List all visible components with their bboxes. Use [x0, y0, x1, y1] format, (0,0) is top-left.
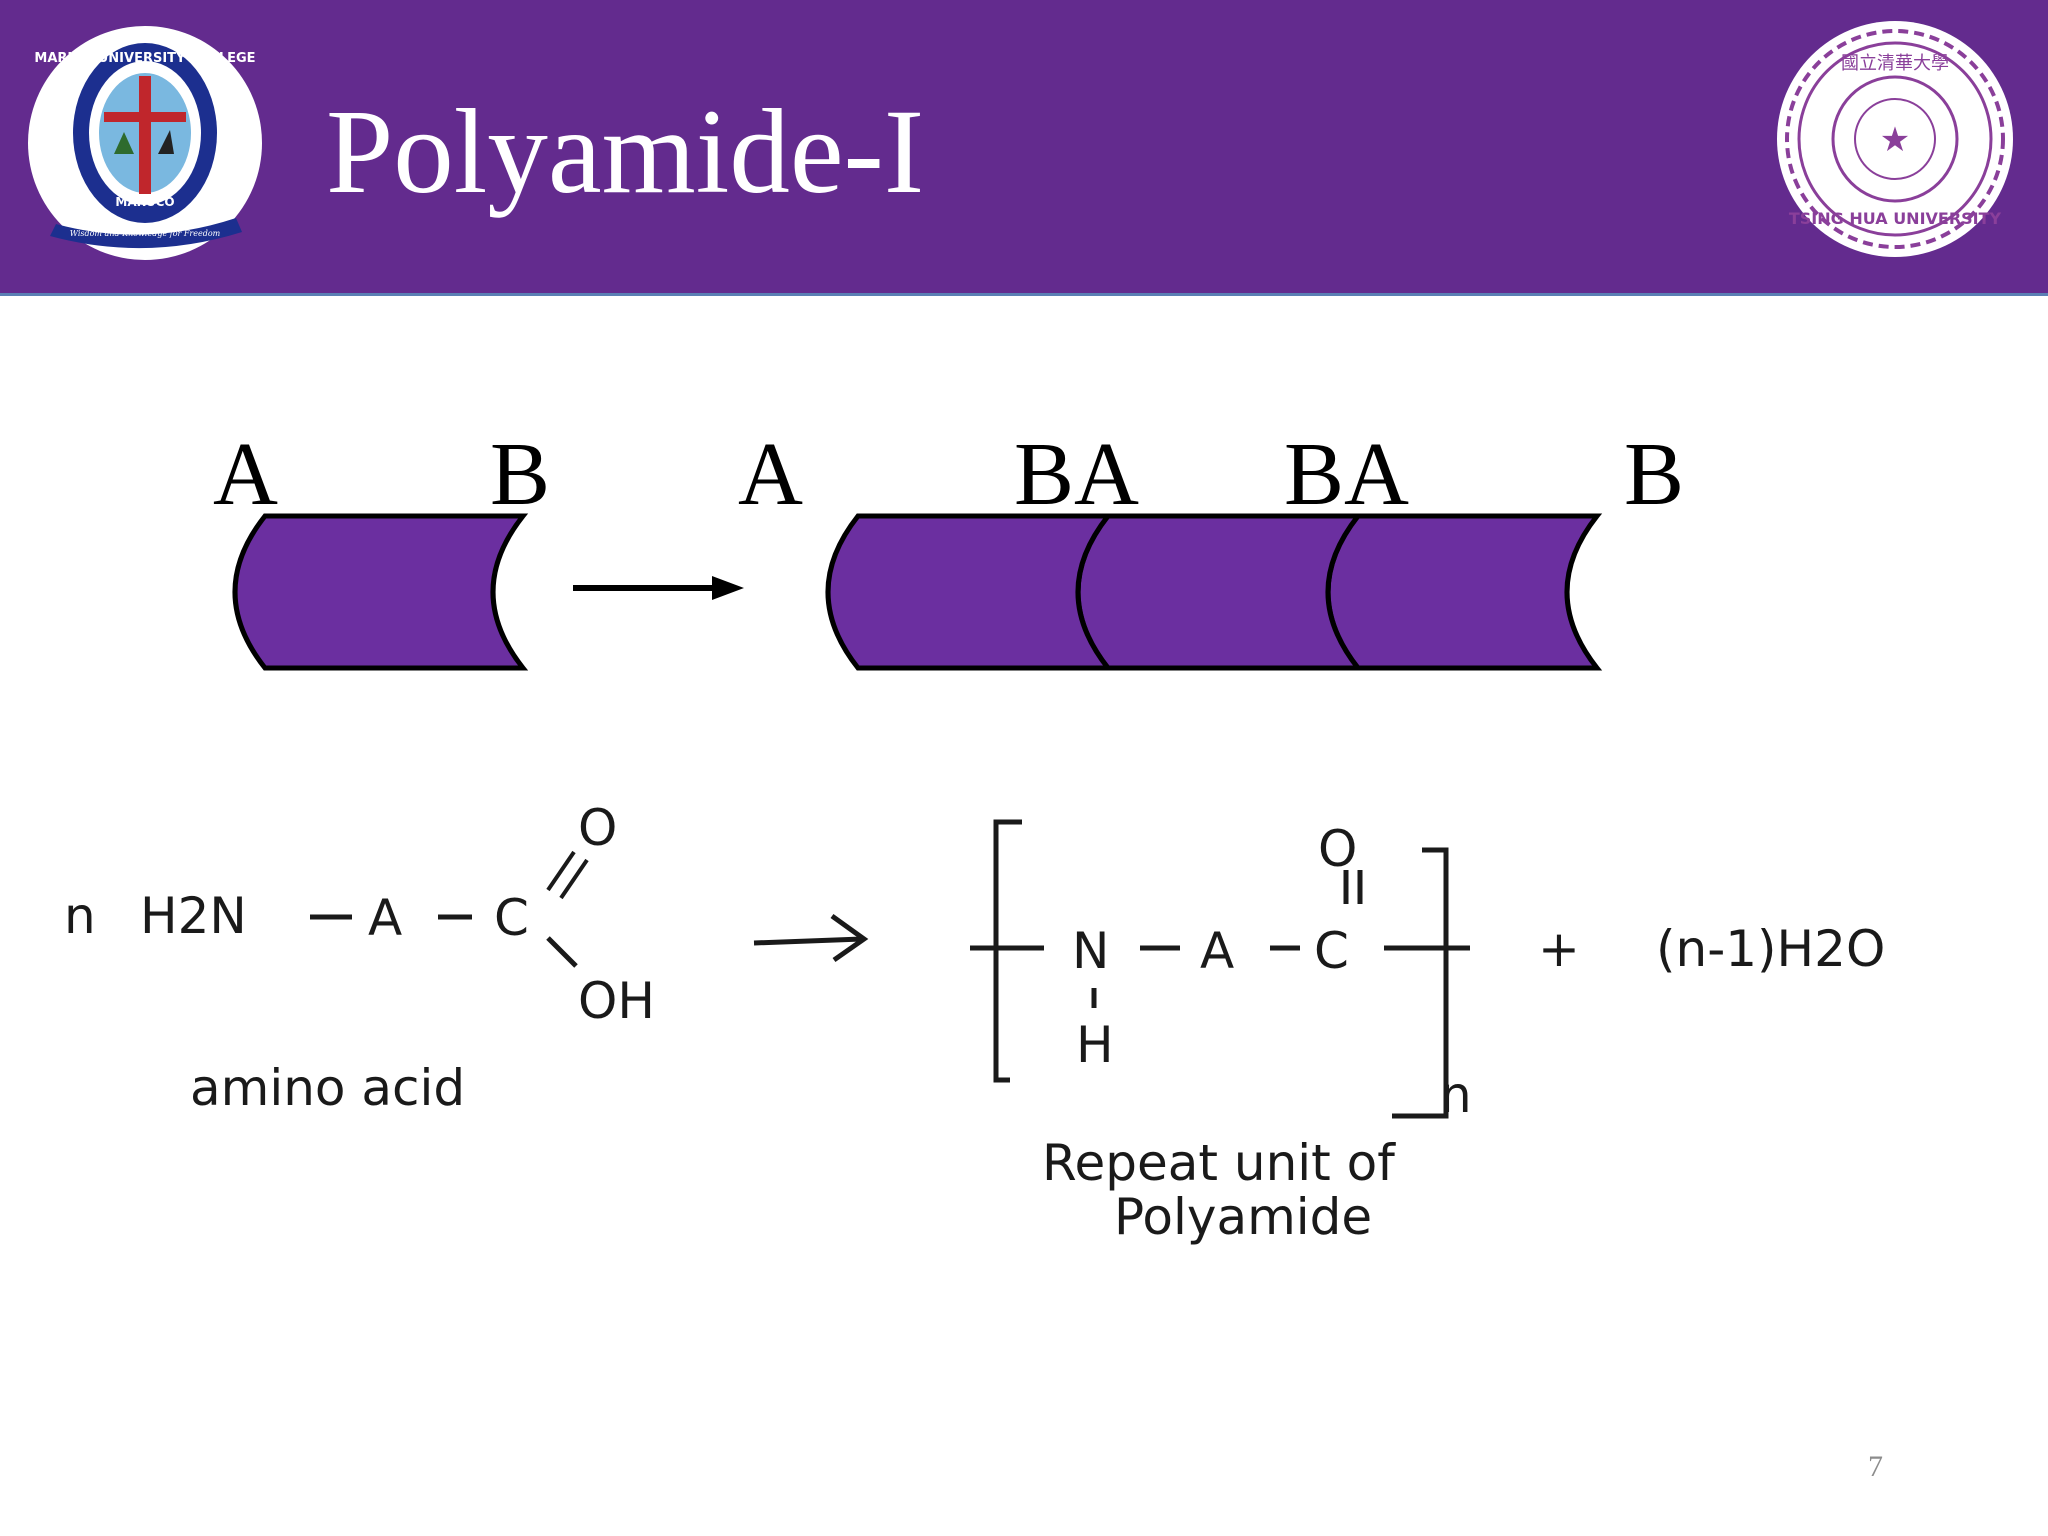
- reactant-caption: amino acid: [190, 1059, 465, 1117]
- byproduct-water: (n-1)H2O: [1656, 920, 1885, 978]
- polyamide-reaction-equation: n H2N A C O OH amino acid: [0, 760, 2048, 1280]
- svg-text:★: ★: [1880, 120, 1910, 160]
- polymer-label-ba-1: BA: [1014, 425, 1140, 524]
- monomer-label-a: A: [213, 425, 278, 524]
- svg-text:TSING HUA UNIVERSITY: TSING HUA UNIVERSITY: [1789, 209, 2002, 228]
- svg-text:國立清華大學: 國立清華大學: [1841, 53, 1949, 74]
- reactant-carbonyl-oxygen: O: [578, 799, 617, 857]
- reactant-group-a: A: [368, 889, 402, 947]
- polymer-label-a: A: [738, 425, 803, 524]
- svg-text:MARIAN UNIVERSITY COLLEGE: MARIAN UNIVERSITY COLLEGE: [34, 51, 255, 66]
- tsing-hua-university-seal-icon: ★ 國立清華大學 TSING HUA UNIVERSITY: [1777, 21, 2013, 257]
- product-nitrogen: N: [1072, 922, 1109, 980]
- product-carbonyl-oxygen: O: [1318, 820, 1357, 878]
- product-carbon: C: [1314, 922, 1349, 980]
- product-caption-line-2: Polyamide: [1114, 1188, 1372, 1246]
- polymer-segment-1: [825, 513, 1114, 671]
- title-header: MARIAN UNIVERSITY COLLEGE MARUCO Wisdom …: [0, 0, 2048, 296]
- plus-sign: +: [1538, 920, 1580, 978]
- product-repeat-unit: [970, 819, 1470, 1119]
- product-subscript-n: n: [1440, 1066, 1472, 1124]
- polymer-segment-3: [1325, 513, 1603, 671]
- monomer-label-b: B: [490, 425, 551, 524]
- reactant-carbon: C: [494, 889, 529, 947]
- reactant-coefficient: n: [64, 887, 96, 945]
- product-hydrogen: H: [1076, 1016, 1114, 1074]
- slide-title: Polyamide-I: [326, 85, 925, 219]
- svg-text:MARUCO: MARUCO: [115, 195, 174, 209]
- svg-text:Wisdom and Knowledge for Freed: Wisdom and Knowledge for Freedom: [70, 229, 221, 238]
- polymer-label-b: B: [1624, 425, 1685, 524]
- right-arrow-icon: [753, 913, 869, 963]
- reactant-hydroxyl: OH: [578, 972, 655, 1030]
- monomer-block: [232, 513, 529, 671]
- product-group-a: A: [1200, 922, 1234, 980]
- page-number: 7: [1868, 1450, 1883, 1483]
- product-caption-line-1: Repeat unit of: [1042, 1134, 1396, 1192]
- reactant-amine: H2N: [140, 887, 247, 945]
- polymer-label-ba-2: BA: [1284, 425, 1410, 524]
- polymer-segment-2: [1075, 513, 1364, 671]
- marian-university-college-crest-icon: MARIAN UNIVERSITY COLLEGE MARUCO Wisdom …: [28, 26, 262, 260]
- polymerization-block-diagram: A B A BA BA B: [0, 400, 2048, 700]
